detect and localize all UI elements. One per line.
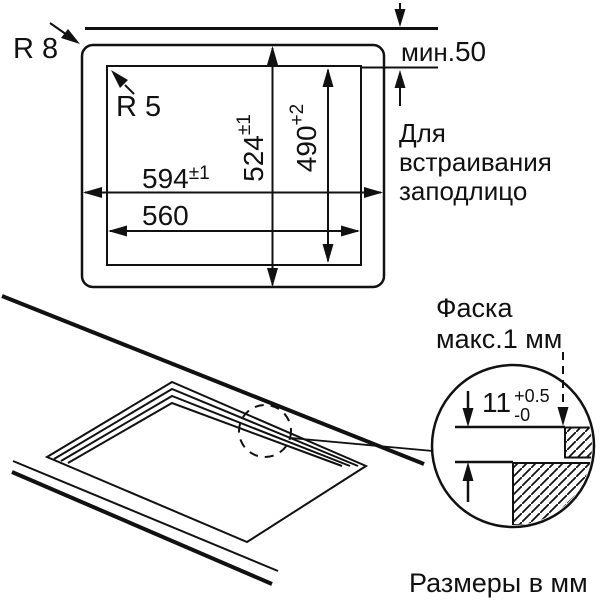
- recess-depth-tolerance: +0.5 -0: [514, 387, 550, 425]
- outer-width-value: 594: [142, 163, 189, 194]
- units-note: Размеры в мм: [409, 568, 588, 598]
- flush-mount-note-line3: заподлицо: [399, 176, 528, 206]
- detail-callout-dashed-circle: [238, 404, 292, 458]
- inner-depth-value: 490: [291, 125, 322, 173]
- recess-depth-value: 11: [482, 387, 512, 418]
- r8-arrow: [49, 22, 80, 44]
- recess-depth-tolerance-plus: +0.5: [514, 386, 550, 406]
- detail-section: [430, 352, 596, 529]
- outer-depth-tolerance: ±1: [234, 114, 255, 136]
- inner-depth-label: 490+2: [287, 83, 323, 193]
- corner-radius-outer-label: R 8: [13, 33, 59, 65]
- outer-cutout-rect: [80, 43, 386, 289]
- corner-radius-inner-label: R 5: [116, 91, 162, 123]
- r5-arrow: [111, 70, 135, 95]
- chamfer-note-line2: макс.1 мм: [436, 324, 563, 354]
- min-clearance-label: мин.50: [401, 36, 487, 67]
- worktop-front-edge: [11, 460, 279, 586]
- height-490-dimension: [322, 68, 334, 263]
- width-594-dimension: [83, 187, 383, 198]
- outer-width-tolerance: ±1: [188, 163, 210, 184]
- chamfer-note: Фаска макс.1 мм: [436, 293, 562, 355]
- cutout-isometric: [44, 380, 369, 544]
- depth-dimension-arrows: [462, 391, 474, 502]
- inner-depth-tolerance: +2: [287, 103, 308, 126]
- min-clearance-prefix: мин.: [401, 37, 455, 67]
- min-clearance-value: 50: [454, 36, 487, 67]
- inner-width-label: 560: [142, 200, 189, 231]
- chamfer-pointer-arrow: [557, 352, 569, 426]
- recess-depth-tolerance-minus: -0: [514, 405, 531, 425]
- inner-cutout-rect: [106, 65, 362, 266]
- flush-mount-note: Для встраивания заподлицо: [399, 119, 552, 206]
- worktop-back-edge: [1, 294, 425, 466]
- flush-mount-note-line2: встраивания: [399, 147, 552, 177]
- flush-mount-note-line1: Для: [399, 118, 446, 148]
- recess-depth-label: 11 +0.5 -0: [482, 387, 550, 425]
- min50-dimension: [362, 3, 438, 106]
- outer-depth-label: 524±1: [234, 93, 270, 203]
- detail-leader-line: [290, 437, 434, 452]
- chamfer-note-line1: Фаска: [436, 293, 513, 323]
- outer-depth-value: 524: [238, 135, 269, 182]
- height-524-dimension: [267, 46, 278, 287]
- width-560-dimension: [108, 225, 360, 237]
- outer-width-label: 594±1: [142, 163, 210, 197]
